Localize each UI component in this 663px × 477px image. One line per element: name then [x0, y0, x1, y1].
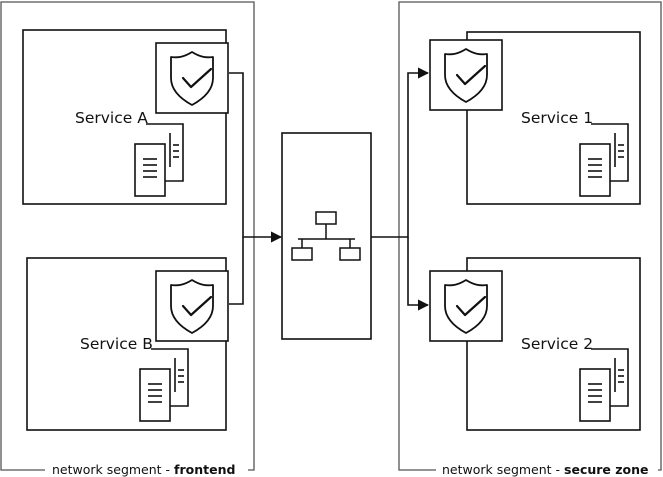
connections — [229, 67, 430, 311]
zone-frontend-label: network segment - frontend — [52, 462, 235, 477]
shield-check-icon — [154, 269, 230, 343]
link-network-to-2 — [407, 237, 430, 311]
service-a-label: Service A — [75, 109, 148, 127]
zone-frontend-prefix: network segment - — [52, 462, 174, 477]
service-1-label: Service 1 — [521, 109, 593, 127]
link-b-to-network — [229, 237, 244, 305]
zone-secure-prefix: network segment - — [442, 462, 564, 477]
zone-secure — [398, 1, 662, 471]
zone-frontend — [0, 1, 255, 471]
shield-check-icon — [428, 269, 504, 343]
service-2-label: Service 2 — [521, 335, 593, 353]
shield-check-icon — [154, 41, 230, 115]
zone-frontend-name: frontend — [174, 462, 235, 477]
zone-secure-name: secure zone — [564, 462, 648, 477]
network-switch-icon — [291, 211, 361, 261]
shield-check-icon — [428, 38, 504, 112]
link-network-to-1 — [371, 67, 430, 238]
network-node — [281, 132, 372, 340]
service-1-box — [466, 31, 641, 205]
service-b-label: Service B — [80, 335, 153, 353]
zone-secure-label: network segment - secure zone — [442, 462, 649, 477]
link-a-to-network — [229, 72, 283, 243]
